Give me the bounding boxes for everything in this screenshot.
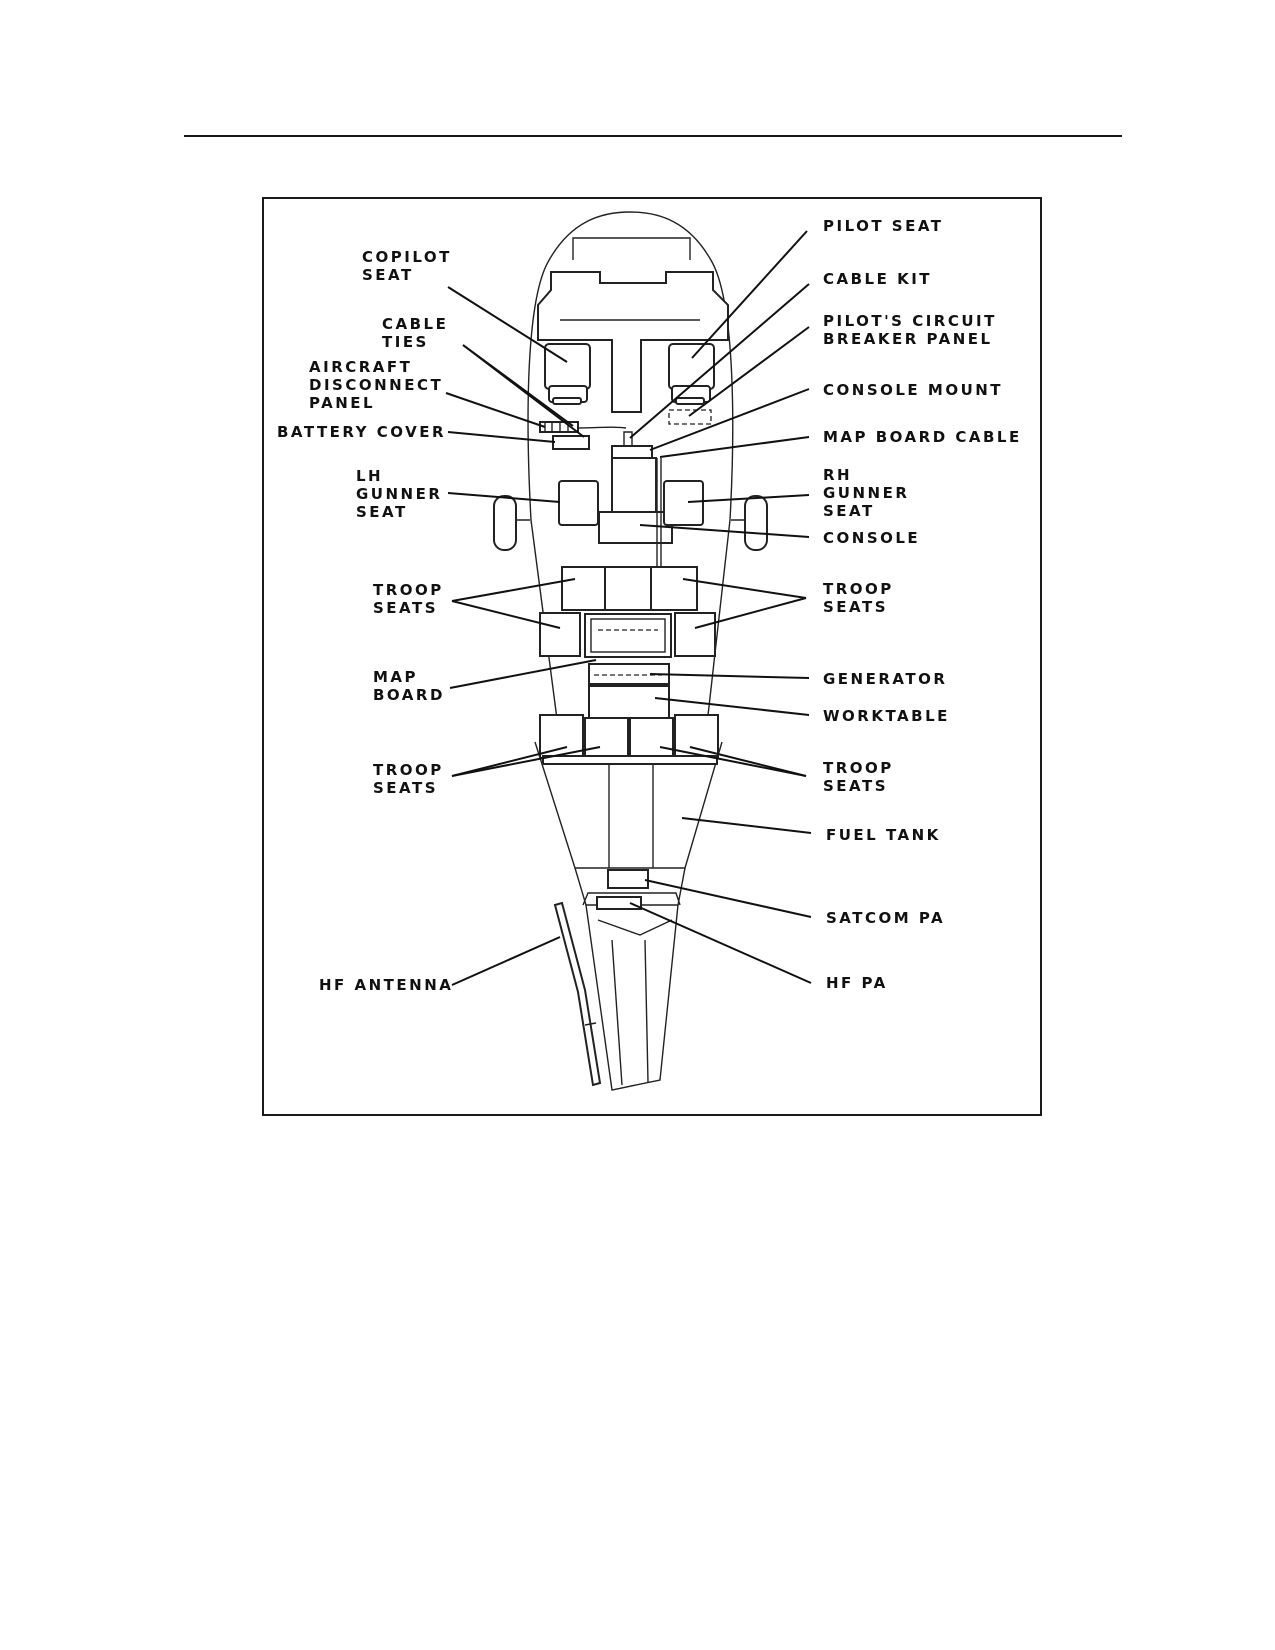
label-cable-kit: CABLE KIT	[823, 270, 932, 288]
label-troop-seats-left-fwd: TROOP SEATS	[373, 581, 452, 617]
instrument-panel	[537, 271, 729, 413]
copilot-seat-shape	[544, 343, 591, 390]
label-console: CONSOLE	[823, 529, 920, 547]
aft-fuselage	[534, 741, 723, 869]
tail-boom-detail	[597, 919, 673, 1086]
label-pilot-seat: PILOT SEAT	[823, 217, 944, 235]
label-map-board: MAP BOARD	[373, 668, 445, 704]
hf-pa-shape	[596, 896, 642, 910]
worktable-shape	[588, 685, 670, 720]
label-troop-seats-right-fwd: TROOP SEATS	[823, 580, 902, 616]
tail-boom	[585, 904, 679, 1091]
label-generator: GENERATOR	[823, 670, 947, 688]
leader-lines	[445, 230, 812, 986]
tail-junction	[574, 867, 686, 906]
disconnect-panel-shape	[539, 421, 579, 433]
label-hf-antenna: HF ANTENNA	[319, 976, 453, 994]
label-console-mount: CONSOLE MOUNT	[823, 381, 1003, 399]
label-map-board-cable: MAP BOARD CABLE	[823, 428, 1022, 446]
pilot-seat-shape	[668, 343, 715, 390]
label-cable-ties: CABLE TIES	[382, 315, 456, 351]
console-shape	[611, 457, 657, 514]
label-troop-seats-left-aft: TROOP SEATS	[373, 761, 452, 797]
label-fuel-tank: FUEL TANK	[826, 826, 941, 844]
label-aircraft-disconnect-panel: AIRCRAFT DISCONNECT PANEL	[309, 358, 451, 412]
map-board-shape	[584, 613, 672, 658]
circuit-breaker-panel-shape	[668, 409, 712, 425]
label-satcom-pa: SATCOM PA	[826, 909, 945, 927]
windshield	[572, 237, 691, 260]
helicopter-diagram: COPILOT SEAT CABLE TIES AIRCRAFT DISCONN…	[277, 211, 1022, 1091]
lh-gunner-seat-shape	[558, 480, 599, 526]
rh-gunner-seat-shape	[663, 480, 704, 526]
label-lh-gunner-seat: LH GUNNER SEAT	[356, 467, 450, 521]
troop-seat-fwd-1	[561, 566, 606, 611]
hf-antenna-shape	[553, 901, 602, 1087]
battery-cover-shape	[552, 435, 590, 450]
label-hf-pa: HF PA	[826, 974, 888, 992]
header-rule	[184, 135, 1122, 137]
label-worktable: WORKTABLE	[823, 707, 950, 725]
label-copilot-seat: COPILOT SEAT	[362, 248, 460, 284]
label-pilots-circuit-breaker-panel: PILOT'S CIRCUIT BREAKER PANEL	[823, 312, 1005, 348]
label-battery-cover: BATTERY COVER	[277, 423, 446, 441]
label-troop-seats-right-aft: TROOP SEATS	[823, 759, 902, 795]
figure-frame: COPILOT SEAT CABLE TIES AIRCRAFT DISCONN…	[262, 197, 1042, 1116]
satcom-pa-shape	[607, 869, 649, 889]
fuselage-outline	[527, 211, 734, 743]
label-rh-gunner-seat: RH GUNNER SEAT	[823, 466, 917, 520]
